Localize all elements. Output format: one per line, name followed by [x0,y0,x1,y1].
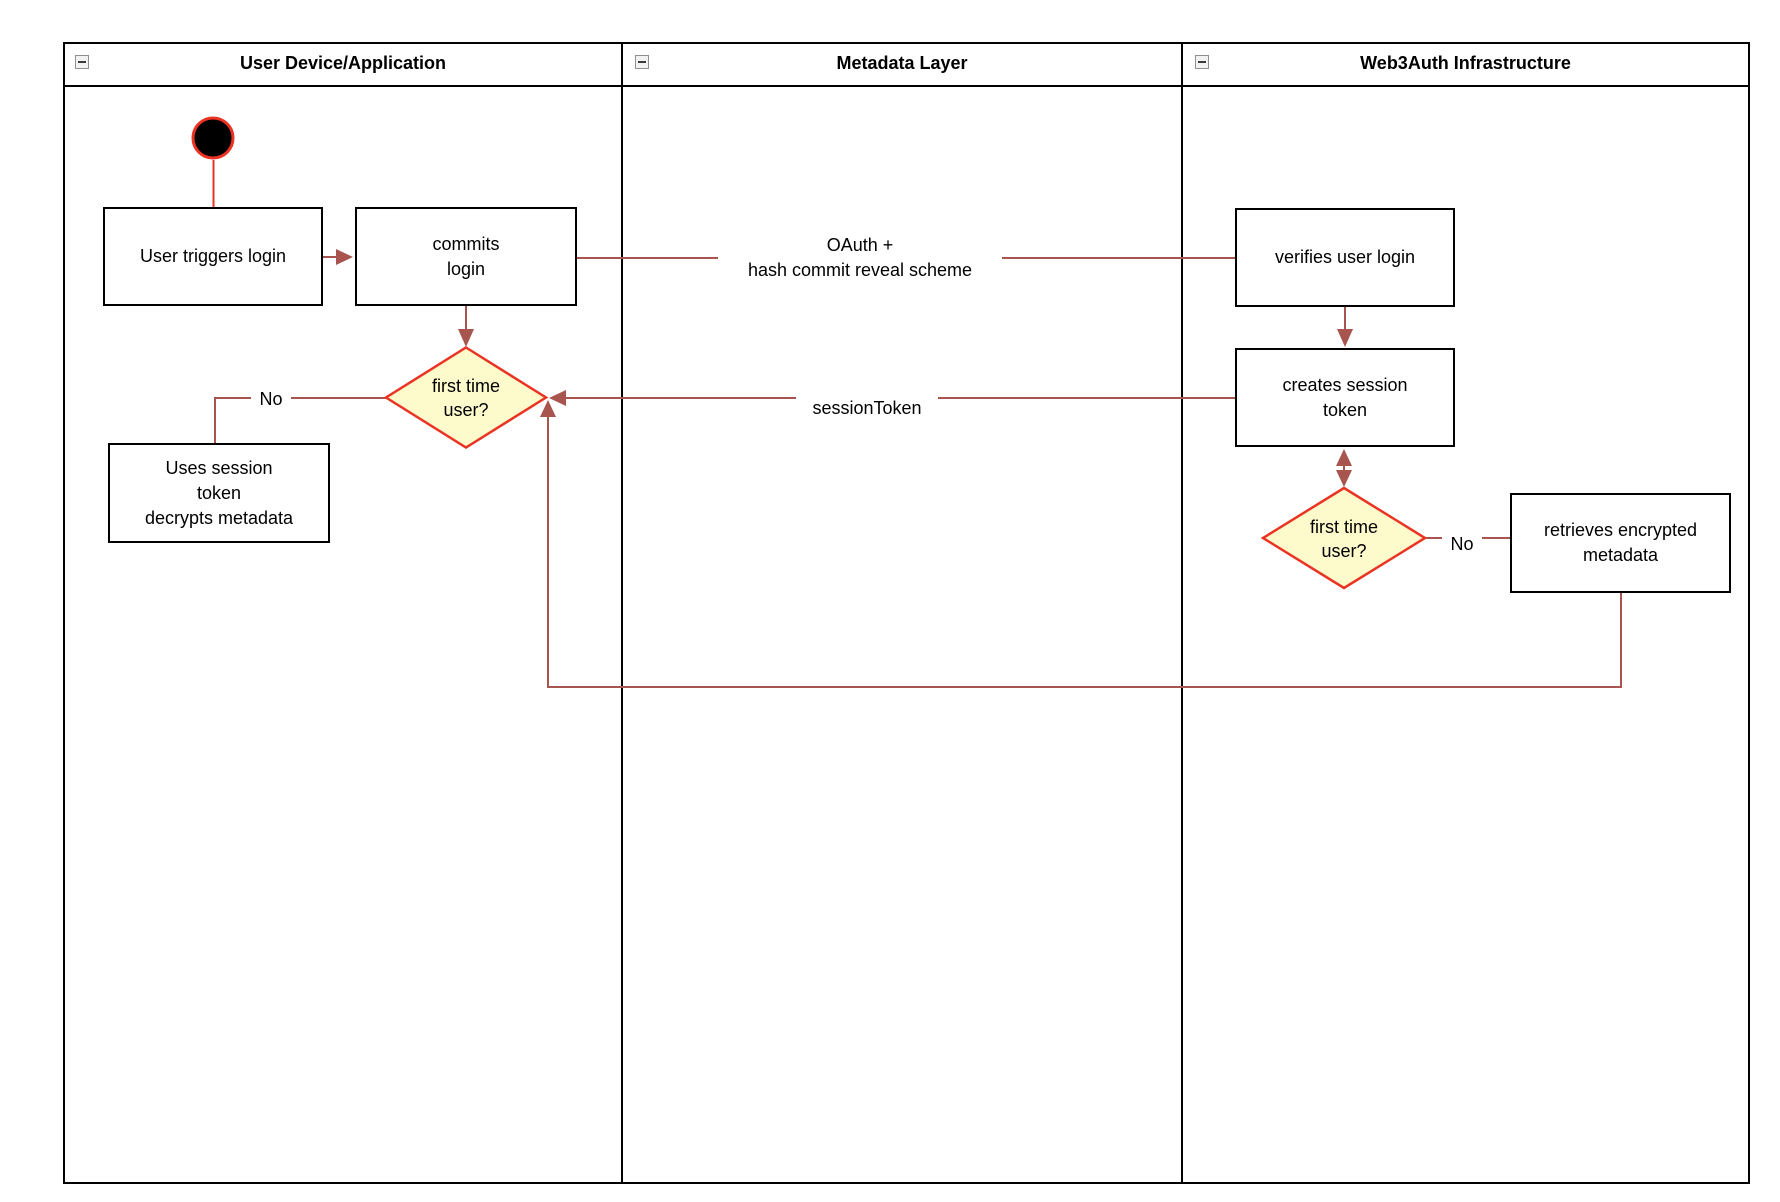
node-label: verifies user login [1274,247,1416,267]
decision-first-time-user-node[interactable] [383,346,549,449]
node-label: User triggers login [139,246,287,266]
node-label: retrieves encrypted metadata [1543,520,1698,565]
collapse-minus-icon[interactable] [635,55,649,69]
arrowhead-down-icon [1337,329,1353,347]
node-label: commits login [432,233,500,279]
user-triggers-login-node[interactable]: User triggers login [103,207,323,306]
commits-login-node[interactable]: commits login [355,207,577,306]
lane-divider [1181,42,1183,1184]
verifies-user-login-node[interactable]: verifies user login [1235,208,1455,307]
node-label: creates session token [1282,374,1408,420]
creates-session-token-node[interactable]: creates session token [1235,348,1455,447]
lane-header-user-device: User Device/Application [65,42,621,87]
lane-divider [621,42,623,1184]
no-edge-label: No [1442,533,1482,556]
collapse-minus-icon[interactable] [75,55,89,69]
collapse-minus-icon[interactable] [1195,55,1209,69]
arrowhead-down-icon [1336,470,1352,487]
no-branch-to-uses-session-connector [214,397,386,443]
swimlane-pool [63,42,1750,1184]
retrieves-to-decision-feedback-connector [547,414,1622,688]
arrowhead-left-icon [549,390,566,406]
lane-title: Web3Auth Infrastructure [1360,53,1571,73]
decision-first-time-user-node[interactable] [1260,486,1428,590]
retrieves-encrypted-metadata-node[interactable]: retrieves encrypted metadata [1510,493,1731,593]
lane-title: User Device/Application [239,53,447,73]
lane-title: Metadata Layer [836,53,968,73]
arrowhead-up-icon [1336,449,1352,466]
arrowhead-up-icon [540,400,556,417]
lane-header-metadata-layer: Metadata Layer [623,42,1181,87]
initial-state-node[interactable] [191,116,235,160]
oauth-edge-label: OAuth + hash commit reveal scheme [718,233,1002,283]
no-edge-label: No [251,388,291,411]
decision-label: first time user? [431,375,500,420]
arrowhead-right-icon [336,249,353,265]
node-label: Uses session token decrypts metadata [144,457,294,528]
lane-header-web3auth: Web3Auth Infrastructure [1183,42,1748,87]
decision-label: first time user? [1309,516,1378,561]
arrowhead-down-icon [458,329,474,347]
uses-session-token-node[interactable]: Uses session token decrypts metadata [108,443,330,543]
session-token-edge-label: sessionToken [796,395,938,422]
